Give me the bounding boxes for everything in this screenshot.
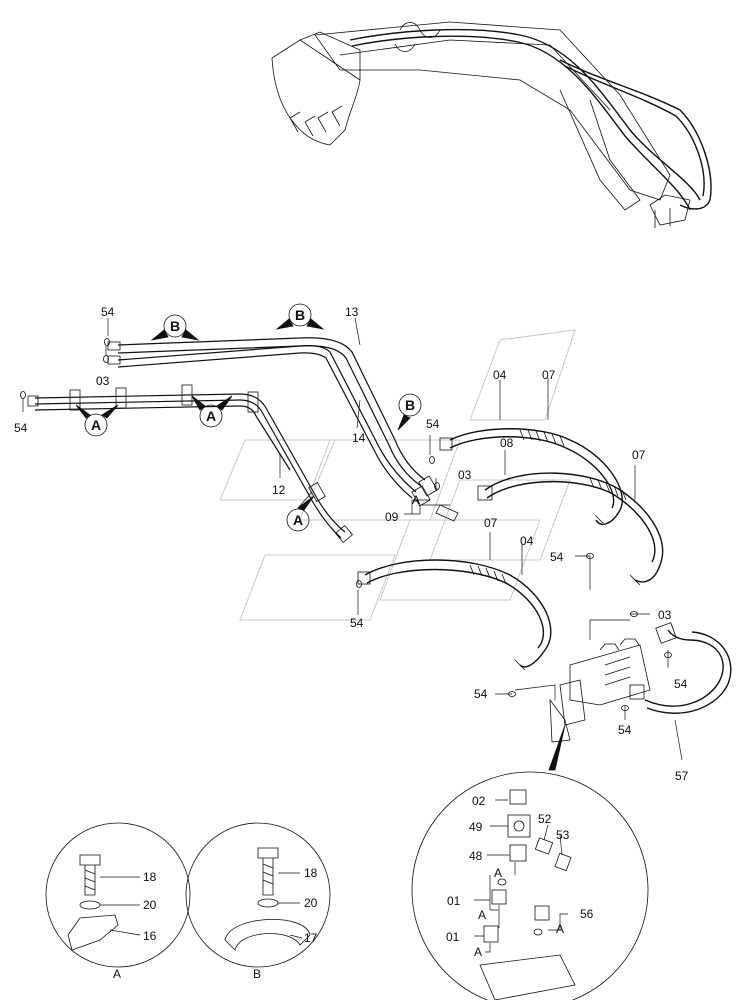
label-20: 20	[304, 896, 318, 910]
callout-b-1: B	[150, 314, 200, 341]
label-01: 01	[447, 894, 461, 908]
label-03: 03	[458, 468, 472, 482]
callout-b-text: B	[170, 318, 180, 334]
callout-a-2: A	[191, 395, 233, 428]
watermark-logo	[219, 329, 576, 621]
label-a: A	[494, 866, 502, 880]
label-13: 13	[345, 305, 359, 319]
label-54: 54	[474, 687, 488, 701]
label-01: 01	[446, 930, 460, 944]
label-49: 49	[469, 820, 483, 834]
label-54: 54	[550, 550, 564, 564]
label-a: A	[556, 922, 564, 936]
part-labels: 54 03 54 13 14 12 54 03 04 07 08 07 09 A…	[14, 305, 689, 783]
label-03: 03	[96, 374, 110, 388]
label-03: 03	[658, 608, 672, 622]
label-52: 52	[538, 812, 552, 826]
label-02: 02	[472, 794, 486, 808]
detail-a-labels: 18 20 16 A	[113, 870, 157, 981]
label-12: 12	[272, 483, 286, 497]
detail-circle-valve	[411, 771, 649, 1000]
label-57: 57	[675, 769, 689, 783]
callout-a-text: A	[91, 417, 101, 433]
callout-b-3: B	[397, 393, 422, 431]
label-16: 16	[143, 929, 157, 943]
valve-block	[549, 622, 732, 743]
label-48: 48	[469, 849, 483, 863]
label-54: 54	[350, 616, 364, 630]
label-a: A	[113, 967, 121, 981]
callout-a-3: A	[286, 495, 315, 532]
callout-a-text: A	[293, 512, 303, 528]
label-08: 08	[500, 436, 514, 450]
label-54: 54	[618, 723, 632, 737]
label-07: 07	[542, 368, 556, 382]
label-a: A	[478, 908, 486, 922]
callout-a-text: A	[206, 408, 216, 424]
label-04: 04	[520, 534, 534, 548]
pipe-assembly-a	[27, 384, 354, 544]
leader-lines	[22, 317, 683, 771]
label-53: 53	[556, 828, 570, 842]
excavator-overview	[271, 21, 712, 228]
callout-b-text: B	[405, 397, 415, 413]
label-54: 54	[14, 421, 28, 435]
hose-group	[357, 428, 664, 671]
label-09: 09	[385, 510, 399, 524]
label-a: A	[474, 945, 482, 959]
label-20: 20	[143, 898, 157, 912]
callout-b-2: B	[275, 303, 325, 330]
label-14: 14	[352, 431, 366, 445]
label-54: 54	[674, 677, 688, 691]
label-04: 04	[493, 368, 507, 382]
detail-b-labels: 18 20 17 B	[253, 866, 318, 981]
callout-b-text: B	[295, 307, 305, 323]
label-18: 18	[143, 870, 157, 884]
label-a: A	[412, 493, 420, 507]
label-b: B	[253, 967, 261, 981]
pipe-assembly-b	[107, 337, 438, 507]
o-ring-markers	[20, 338, 672, 711]
label-17: 17	[304, 931, 318, 945]
detail-circle-b	[185, 822, 331, 968]
label-07: 07	[632, 448, 646, 462]
callout-a-1: A	[75, 404, 119, 437]
label-18: 18	[304, 866, 318, 880]
detail-valve-labels: 02 49 52 53 48 A 01 A 56 A 01 A	[446, 794, 594, 959]
label-07: 07	[484, 516, 498, 530]
label-54: 54	[426, 417, 440, 431]
label-56: 56	[580, 907, 594, 921]
detail-circle-a	[45, 822, 191, 968]
label-54: 54	[101, 305, 115, 319]
